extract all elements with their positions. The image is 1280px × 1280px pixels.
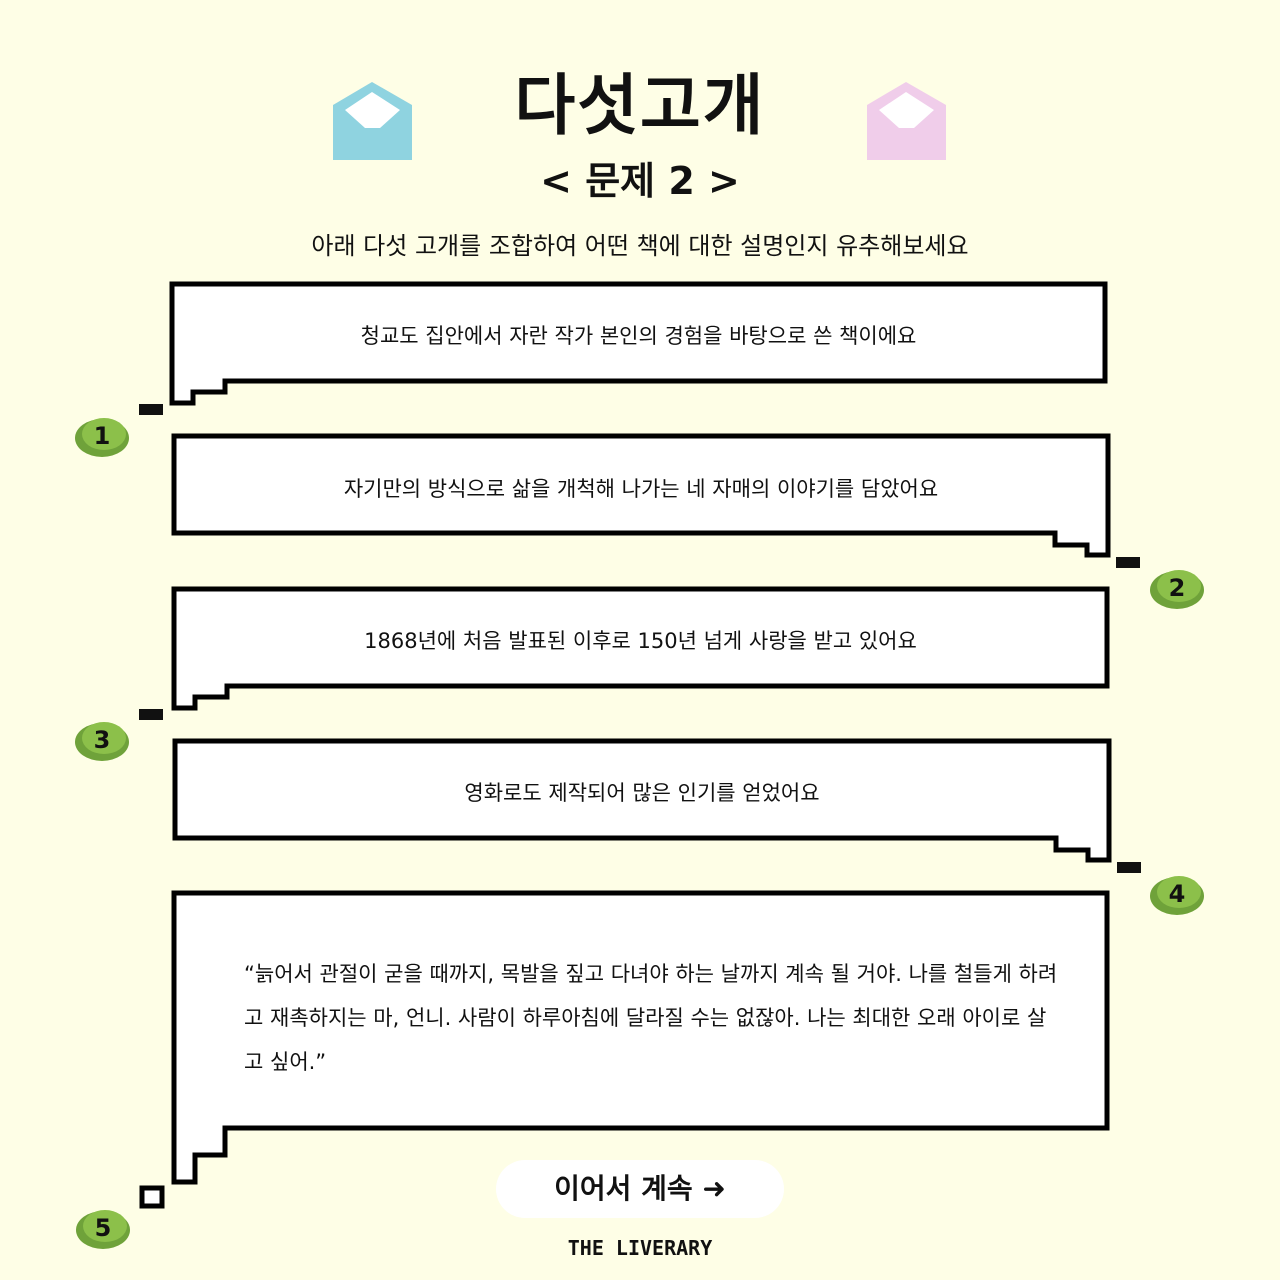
clue-box-5 <box>171 890 1110 1185</box>
clue-box-4 <box>172 738 1112 863</box>
clue-number-3: 3 <box>93 726 111 754</box>
envelope-pink-icon <box>867 82 946 160</box>
page-title: 다섯고개 <box>514 67 766 144</box>
clue-box-1 <box>169 281 1108 406</box>
bush-icons <box>75 418 1204 1249</box>
bush-icon-2 <box>1150 570 1204 609</box>
bush-icon-4 <box>1150 876 1204 915</box>
bush-icon-5 <box>76 1210 130 1249</box>
envelope-blue-icon <box>333 82 412 160</box>
clue-box-3 <box>171 586 1110 711</box>
clue-text-3: 1868년에 처음 발표된 이후로 150년 넘게 사랑을 받고 있어요 <box>364 629 917 653</box>
bush-icon-3 <box>75 722 129 761</box>
continue-button[interactable]: 이어서 계속 ➜ <box>496 1160 784 1218</box>
clue-text-5: “늙어서 관절이 굳을 때까지, 목발을 짚고 다녀야 하는 날까지 계속 될 … <box>244 962 1058 1074</box>
page-subtitle: < 문제 2 > <box>540 159 740 203</box>
clue-text-2: 자기만의 방식으로 삶을 개척해 나가는 네 자매의 이야기를 담았어요 <box>343 477 939 501</box>
clue-text-4: 영화로도 제작되어 많은 인기를 얻었어요 <box>464 781 820 805</box>
clue-text-1: 청교도 집안에서 자란 작가 본인의 경험을 바탕으로 쓴 책이에요 <box>360 324 917 348</box>
clue-number-4: 4 <box>1168 880 1186 908</box>
instruction: 아래 다섯 고개를 조합하여 어떤 책에 대한 설명인지 유추해보세요 <box>311 232 969 260</box>
clue-number-1: 1 <box>93 422 111 450</box>
clue-number-2: 2 <box>1168 574 1186 602</box>
clue-number-5: 5 <box>94 1214 112 1242</box>
brand-logo: THE LIVERARY <box>567 1236 713 1260</box>
bush-icon-1 <box>75 418 129 457</box>
clue-box-2 <box>171 433 1111 558</box>
